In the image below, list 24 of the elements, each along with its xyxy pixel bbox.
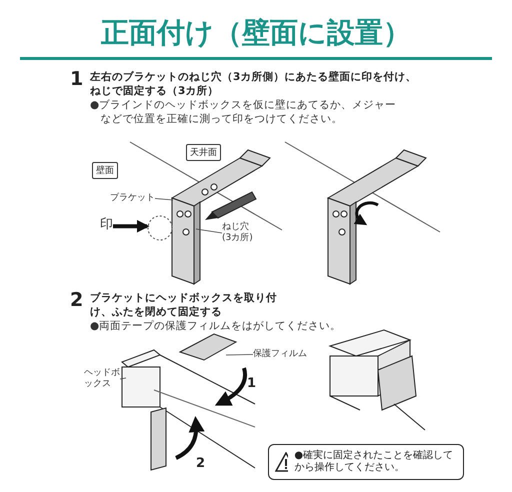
step-note: ●両面テープの保護フィルムをはがしてください。 [90,319,342,333]
step-number: 2 [70,289,84,311]
warning-box [268,444,464,480]
leader-line [120,378,126,380]
part-label: 保護フィルム [253,349,307,360]
part-label: ブラケット [110,193,155,204]
step-instruction: 左右のブラケットのねじ穴（3カ所側）にあたる壁面に印を付け、ねじで固定する（3カ所） [90,70,418,98]
arrow-number: 2 [196,456,206,471]
surface-tag: 壁面 [92,162,118,179]
dotted-circle [147,215,173,241]
mark-label: 印 [100,219,113,230]
step-instruction: ブラケットにヘッドボックスを取り付け、ふたを閉めて固定する [90,291,278,319]
arrow-number: 1 [247,376,256,391]
step-number: 1 [70,68,84,90]
surface-tag: 天井面 [186,144,221,161]
title: 正面付け（壁面に設置） [100,15,412,51]
warning-text: ●確実に固定されたことを確認してから操作してください。 [294,450,454,474]
leader-line [196,228,222,234]
leader-line [154,198,174,200]
step-note: ●ブラインドのヘッドボックスを仮に壁にあてるか、メジャーなどで位置を正確に測って印をつけてください。 [90,98,398,126]
arrow [113,220,150,233]
part-label: ねじ穴(3カ所) [222,222,266,244]
part-label: ヘッドボックス [84,368,120,390]
leader-line [226,354,254,356]
